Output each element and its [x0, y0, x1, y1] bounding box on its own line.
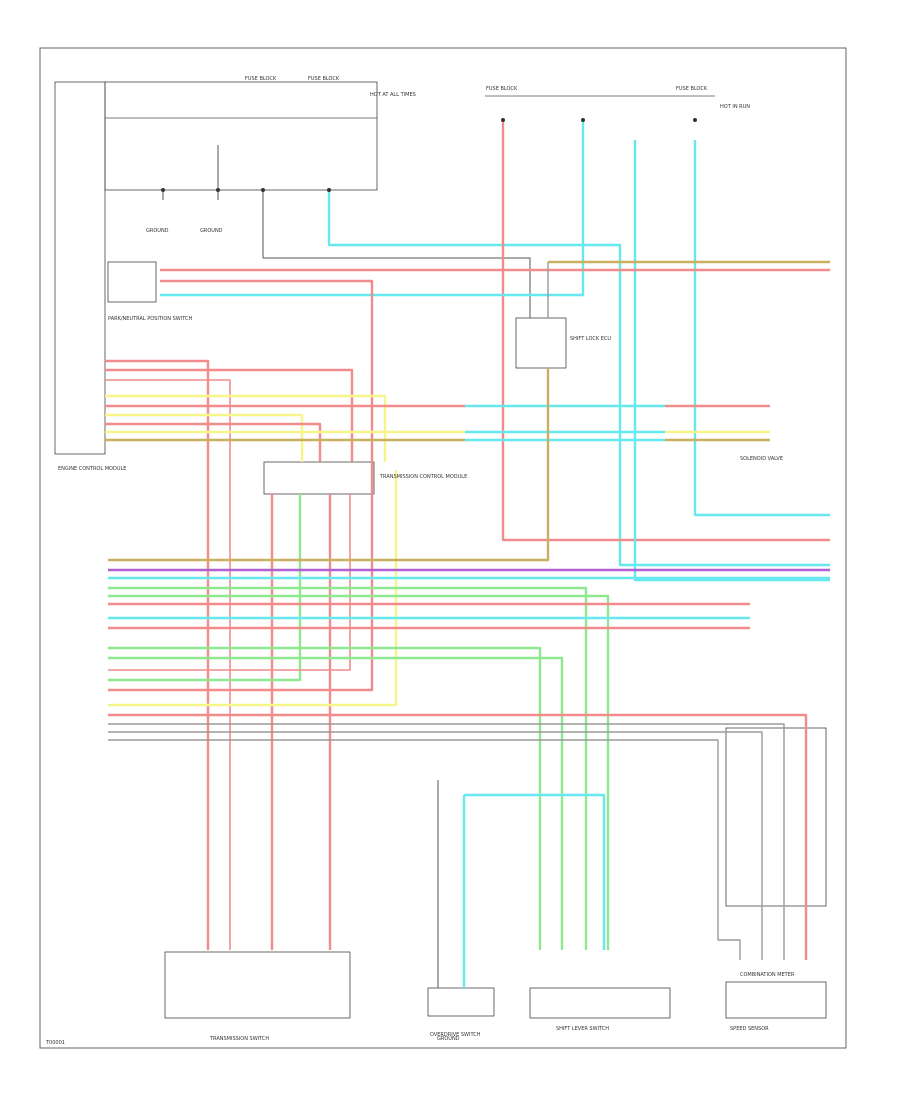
label-fuse-block-2: FUSE BLOCK: [308, 76, 340, 82]
wire-fuse-drop-3: [262, 190, 531, 318]
top-fuse-box: [104, 81, 378, 191]
label-ecm: ENGINE CONTROL MODULE: [58, 466, 126, 472]
wire-group: [105, 95, 830, 988]
wire-green-low-3: [108, 646, 542, 950]
label-hot-in-run: HOT IN RUN: [720, 104, 750, 110]
wire-olive-low: [108, 368, 550, 562]
label-fuse-block-4: FUSE BLOCK: [676, 86, 708, 92]
label-ground-2: GROUND: [200, 228, 223, 234]
tcm-connector-box: [263, 461, 375, 495]
splice-dot: [501, 118, 505, 122]
wire-gray-low-3: [108, 739, 741, 960]
wire-fuse-drop-4: [327, 190, 830, 567]
splice-dot: [216, 188, 220, 192]
label-speed-sensor: SPEED SENSOR: [730, 1026, 769, 1032]
wire-green-low-4: [108, 656, 564, 950]
label-tcm: TRANSMISSION CONTROL MODULE: [379, 474, 467, 480]
label-solenoid: SOLENOID VALVE: [740, 456, 783, 462]
wire-red-pnp-2: [108, 279, 374, 692]
wire-red-ecm-5: [105, 422, 322, 462]
shift-lever-switch-box: [529, 987, 671, 1019]
splice-dot: [261, 188, 265, 192]
combination-meter-box: [725, 981, 827, 1019]
label-shift-lever-switch: SHIFT LEVER SWITCH: [556, 1026, 609, 1032]
label-hot-at-all-times: HOT AT ALL TIMES: [370, 92, 416, 98]
transmission-switch-box: [164, 951, 351, 1019]
overdrive-switch-box: [427, 987, 495, 1017]
wire-green-low-2: [108, 594, 610, 950]
wire-red-ecm-3: [105, 379, 231, 950]
footer-code: T00001: [45, 1040, 65, 1046]
speed-sensor-box: [725, 727, 827, 907]
label-fuse-block-1: FUSE BLOCK: [245, 76, 277, 82]
wire-cyan-overdrive: [464, 793, 606, 950]
label-combination-meter: COMBINATION METER: [740, 972, 795, 978]
wire-gray-low-2: [108, 731, 763, 960]
wire-cyan-top-c: [693, 140, 830, 517]
pnp-switch-box: [107, 261, 157, 303]
wire-red-low-3: [108, 713, 808, 960]
splice-dot: [581, 118, 585, 122]
wire-green-tcm: [108, 494, 302, 682]
label-shift-lock: SHIFT LOCK ECU: [570, 336, 611, 342]
splice-dot: [327, 188, 331, 192]
wire-yellow-tcm: [108, 470, 398, 707]
shift-lock-box: [515, 317, 567, 369]
label-ground-3: GROUND: [437, 1036, 460, 1042]
ecm-box: [54, 81, 106, 455]
label-fuse-block-3: FUSE BLOCK: [486, 86, 518, 92]
wire-gray-low-1: [108, 723, 785, 960]
label-overdrive-switch: OVERDRIVE SWITCH: [430, 1032, 481, 1038]
wire-cyan-top-a: [160, 120, 585, 297]
wire-red-ecm-1: [105, 359, 210, 950]
wire-yellow-ecm-2: [105, 413, 304, 462]
wire-red-top: [501, 120, 830, 542]
diagram-border: [39, 47, 847, 1049]
label-pnp: PARK/NEUTRAL POSITION SWITCH: [108, 316, 192, 322]
wire-cyan-top-b: [633, 140, 830, 582]
label-transmission-switch: TRANSMISSION SWITCH: [209, 1036, 269, 1042]
wire-red-tcm-3: [108, 494, 351, 671]
splice-dot: [161, 188, 165, 192]
wire-green-low-1: [108, 586, 588, 950]
splice-dot: [693, 118, 697, 122]
label-ground-1: GROUND: [146, 228, 169, 234]
